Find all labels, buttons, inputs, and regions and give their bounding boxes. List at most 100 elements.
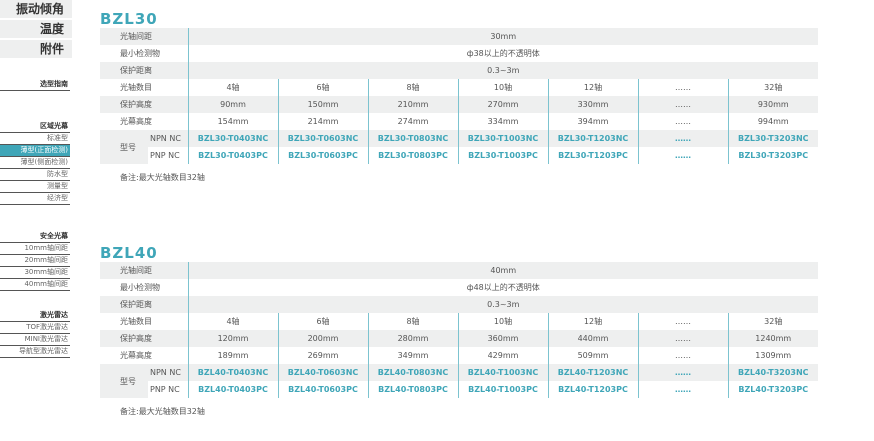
cell: ……: [637, 313, 728, 330]
sidebar: 振动倾角 温度 附件: [0, 0, 72, 60]
model-number[interactable]: BZL40-T0403PC: [187, 381, 278, 398]
section-title: BZL40: [100, 244, 158, 262]
model-number[interactable]: BZL30-T3203NC: [727, 130, 819, 147]
sidebar-item[interactable]: 30mm轴间距: [0, 267, 70, 279]
model-number[interactable]: BZL40-T0603NC: [277, 364, 368, 381]
cell: 394mm: [547, 113, 638, 130]
nav-vibration-tilt[interactable]: 振动倾角: [0, 0, 72, 18]
cell: 8轴: [367, 313, 458, 330]
model-number[interactable]: BZL30-T3203PC: [727, 147, 819, 164]
note: 备注:最大光轴数目32轴: [120, 173, 205, 182]
model-number[interactable]: BZL30-T0603NC: [277, 130, 368, 147]
row-value: 40mm: [187, 262, 819, 279]
sidebar-item[interactable]: 防水型: [0, 169, 70, 181]
model-number[interactable]: ……: [637, 130, 728, 147]
cell: 189mm: [187, 347, 278, 364]
cell: 269mm: [277, 347, 368, 364]
model-number[interactable]: BZL40-T3203PC: [727, 381, 819, 398]
model-number[interactable]: BZL30-T1003PC: [457, 147, 548, 164]
nav-temperature[interactable]: 温度: [0, 20, 72, 38]
model-number[interactable]: ……: [637, 147, 728, 164]
output-type: PNP NC: [148, 147, 188, 164]
model-number[interactable]: BZL40-T0403NC: [187, 364, 278, 381]
row-label: 光轴间距: [100, 262, 188, 279]
sidebar-item[interactable]: 导航型激光雷达: [0, 346, 70, 358]
cell: 10轴: [457, 79, 548, 96]
model-number[interactable]: BZL30-T0603PC: [277, 147, 368, 164]
model-number[interactable]: BZL30-T0803PC: [367, 147, 458, 164]
model-number[interactable]: BZL40-T0603PC: [277, 381, 368, 398]
row-label: 保护高度: [100, 96, 188, 113]
nav-selection-guide[interactable]: 选型指南: [0, 79, 70, 91]
model-number[interactable]: BZL30-T0403PC: [187, 147, 278, 164]
row-label: 保护高度: [100, 330, 188, 347]
sidebar-item[interactable]: 40mm轴间距: [0, 279, 70, 291]
sidebar-item[interactable]: 薄型(正面检测): [0, 145, 70, 157]
cell: ……: [637, 96, 728, 113]
model-number[interactable]: BZL40-T1003PC: [457, 381, 548, 398]
model-number[interactable]: BZL40-T0803NC: [367, 364, 458, 381]
row-label: 光轴间距: [100, 28, 188, 45]
cell: 6轴: [277, 79, 368, 96]
sidebar-group-header[interactable]: 激光雷达: [0, 310, 70, 322]
cell: 509mm: [547, 347, 638, 364]
cell: 994mm: [727, 113, 819, 130]
cell: 4轴: [187, 79, 278, 96]
model-number[interactable]: ……: [637, 381, 728, 398]
row-value: 0.3~3m: [187, 62, 819, 79]
model-number[interactable]: BZL40-T1003NC: [457, 364, 548, 381]
row-label: 保护距离: [100, 62, 188, 79]
row-label: 光轴数目: [120, 83, 152, 92]
cell: 1309mm: [727, 347, 819, 364]
model-label: 型号: [100, 364, 148, 398]
cell: 90mm: [187, 96, 278, 113]
cell: 200mm: [277, 330, 368, 347]
cell: 32轴: [727, 313, 819, 330]
model-number[interactable]: BZL30-T1203NC: [547, 130, 638, 147]
sidebar-group-header[interactable]: 区域光幕: [0, 121, 70, 133]
row-label: 保护距离: [100, 296, 188, 313]
model-number[interactable]: BZL30-T1003NC: [457, 130, 548, 147]
row-value: 30mm: [187, 28, 819, 45]
cell: ……: [637, 79, 728, 96]
sidebar-item[interactable]: MINI激光雷达: [0, 334, 70, 346]
sidebar-item[interactable]: 20mm轴间距: [0, 255, 70, 267]
sidebar-group: 区域光幕标准型薄型(正面检测)薄型(侧面检测)防水型测量型经济型: [0, 121, 70, 205]
cell: 330mm: [547, 96, 638, 113]
cell: 150mm: [277, 96, 368, 113]
model-number[interactable]: BZL30-T0403NC: [187, 130, 278, 147]
sidebar-item[interactable]: 薄型(侧面检测): [0, 157, 70, 169]
cell: 440mm: [547, 330, 638, 347]
output-type: NPN NC: [148, 130, 188, 147]
sidebar-item[interactable]: 测量型: [0, 181, 70, 193]
model-number[interactable]: BZL40-T0803PC: [367, 381, 458, 398]
sidebar-item[interactable]: TOF激光雷达: [0, 322, 70, 334]
sidebar-group-header[interactable]: 安全光幕: [0, 231, 70, 243]
cell: 360mm: [457, 330, 548, 347]
model-number[interactable]: BZL30-T0803NC: [367, 130, 458, 147]
model-number[interactable]: BZL40-T3203NC: [727, 364, 819, 381]
sidebar-item[interactable]: 10mm轴间距: [0, 243, 70, 255]
sidebar-item[interactable]: 标准型: [0, 133, 70, 145]
cell: ……: [637, 113, 728, 130]
model-number[interactable]: BZL40-T1203NC: [547, 364, 638, 381]
model-number[interactable]: BZL40-T1203PC: [547, 381, 638, 398]
model-number[interactable]: BZL30-T1203PC: [547, 147, 638, 164]
nav-accessories[interactable]: 附件: [0, 40, 72, 58]
sidebar-item[interactable]: 经济型: [0, 193, 70, 205]
model-number[interactable]: ……: [637, 364, 728, 381]
model-label: 型号: [100, 130, 148, 164]
cell: 334mm: [457, 113, 548, 130]
cell: 12轴: [547, 313, 638, 330]
output-type: PNP NC: [148, 381, 188, 398]
